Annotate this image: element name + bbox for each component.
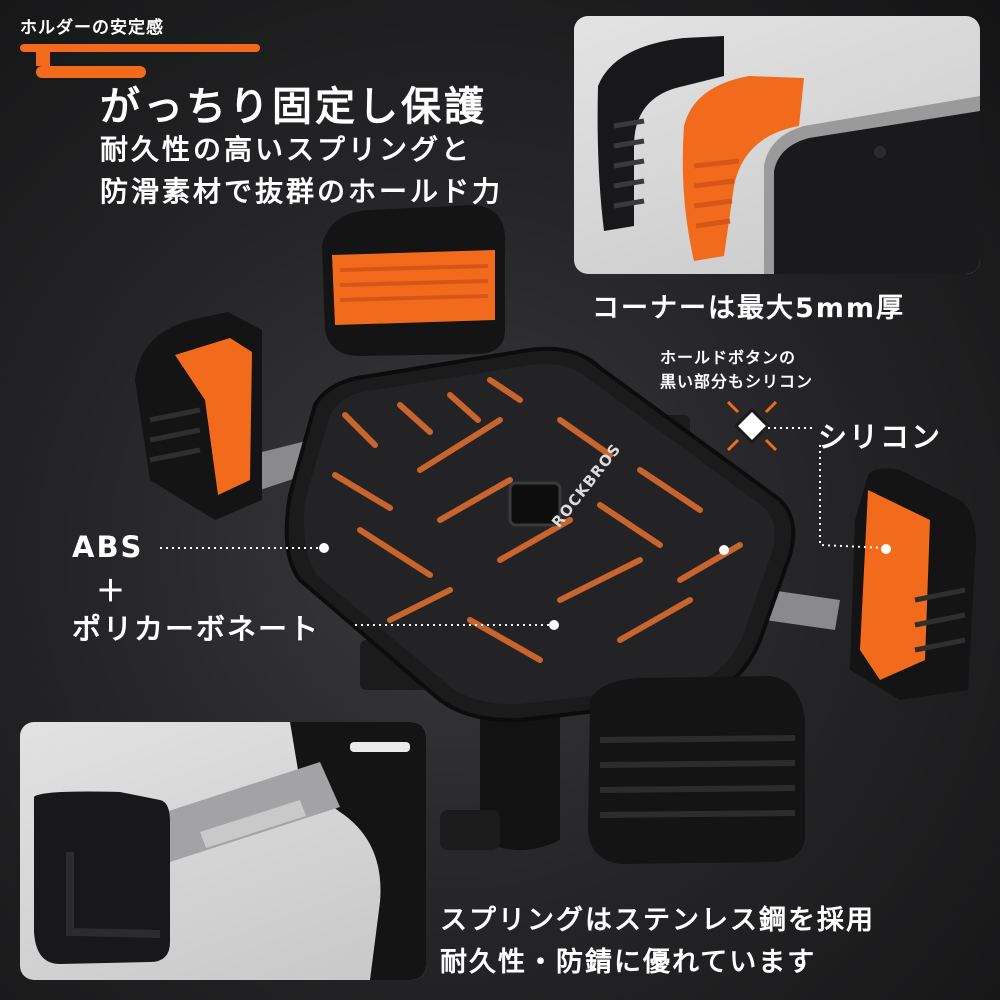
abs-label: ABS [72,530,144,564]
corner-caption: コーナーは最大5mm厚 [592,293,906,324]
headline: がっちり固定し保護 [100,84,487,130]
tag-foot [36,66,146,78]
subline-1: 耐久性の高いスプリングと [100,133,473,166]
silicone-label: シリコン [818,420,943,454]
section-tag: ホルダーの安定感 [20,18,164,38]
hold-button-note-1: ホールドボタンの [660,348,797,367]
spring-caption-1: スプリングはステンレス鋼を採用 [440,905,875,936]
hold-button-note-2: 黒い部分もシリコン [660,372,814,391]
spring-caption-2: 耐久性・防錆に優れています [440,947,817,978]
corner-detail-photo [574,16,980,274]
plus-label: ＋ [96,574,128,608]
spring-detail-photo [20,722,426,980]
hold-button-icon [726,400,778,452]
subline-2: 防滑素材で抜群のホールド力 [100,175,504,208]
polycarbonate-label: ポリカーボネート [72,612,321,646]
spring-illustration [34,722,426,980]
tag-stem [36,52,50,66]
tag-underline [20,44,260,52]
corner-grip-illustration [597,36,980,274]
